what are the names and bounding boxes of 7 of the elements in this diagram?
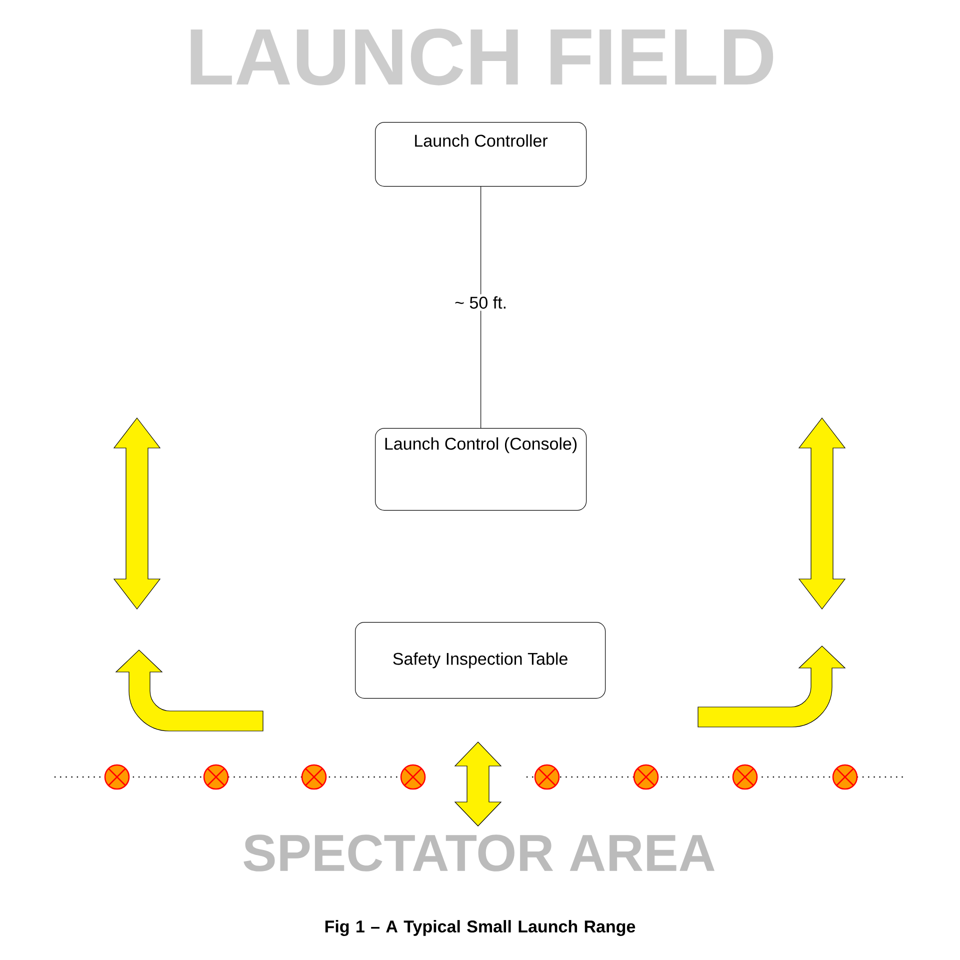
area-label: SPECTATOR AREA xyxy=(244,834,714,872)
edge-label: ~ 50 ft. xyxy=(455,296,506,309)
connector-line xyxy=(480,186,482,428)
label-box: Launch Control (Console) xyxy=(375,428,587,511)
label-box: Safety Inspection Table xyxy=(355,622,606,699)
figure-caption: Fig 1 – A Typical Small Launch Range xyxy=(325,920,636,936)
label-box: Launch Controller xyxy=(375,122,587,187)
